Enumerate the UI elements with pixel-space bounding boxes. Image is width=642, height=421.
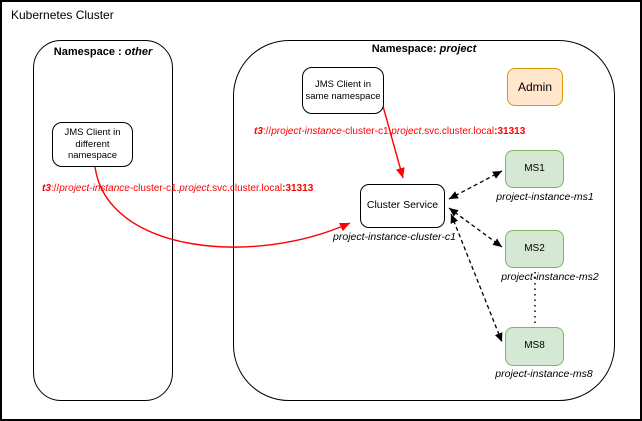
ms2-box: MS2 [505,230,564,268]
ms2-label: MS2 [524,242,545,254]
ms2-name: project-instance-ms2 [501,271,599,283]
url-other-host-d: .svc.cluster.local [209,183,283,194]
url-project-sep: :// [262,126,272,137]
cluster-service-name: project-instance-cluster-c1 [333,231,456,243]
jms-client-different-line2: different [75,138,110,150]
admin-box: Admin [507,68,563,106]
url-project-host-c: project [391,126,422,137]
namespace-other-label-prefix: Namespace : [53,46,122,58]
ms1-label: MS1 [524,162,545,174]
namespace-project-label-prefix: Namespace: [371,43,437,55]
url-other-port: :31313 [282,183,314,194]
jms-client-same-box: JMS Client in same namespace [302,67,384,114]
jms-client-different-line3: namespace [67,150,118,162]
namespace-other-container [33,40,173,401]
jms-client-same-line2: same namespace [305,90,381,102]
url-label-project-namespace: t3://project-instance-cluster-c1.project… [254,126,525,137]
url-other-host-c: project [179,183,210,194]
url-other-host-a: project-instance- [59,183,134,194]
namespace-other-label: Namespace : other [33,46,173,58]
jms-client-same-line1: JMS Client in [315,78,371,90]
jms-client-different-box: JMS Client in different namespace [52,122,133,167]
ms8-box: MS8 [505,327,564,366]
url-project-port: :31313 [494,126,526,137]
url-other-sep: :// [50,183,60,194]
url-label-other-namespace: t3://project-instance-cluster-c1.project… [42,183,313,194]
url-project-host-d: .svc.cluster.local [421,126,495,137]
cluster-service-label: Cluster Service [366,199,439,212]
ms8-name: project-instance-ms8 [495,368,593,380]
jms-client-different-line1: JMS Client in [64,126,121,138]
namespace-other-label-name: other [124,46,153,58]
url-other-host-b: cluster-c1. [133,183,180,194]
diagram-title: Kubernetes Cluster [11,8,114,22]
url-project-host-a: project-instance- [271,126,346,137]
url-other-scheme: t3 [42,183,51,194]
namespace-project-label: Namespace: project [233,43,615,55]
namespace-project-label-name: project [439,43,477,55]
cluster-service-box: Cluster Service [360,184,445,228]
ms1-box: MS1 [505,150,564,188]
ms8-label: MS8 [524,340,545,352]
url-project-host-b: cluster-c1. [345,126,392,137]
ms1-name: project-instance-ms1 [496,191,594,203]
admin-label: Admin [517,79,552,94]
url-project-scheme: t3 [254,126,263,137]
